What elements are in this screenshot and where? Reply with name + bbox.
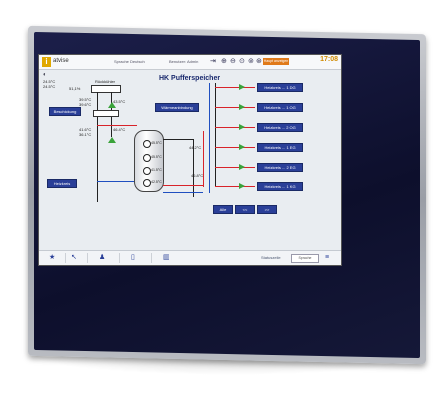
brand-name: atvise (53, 58, 69, 64)
waermeanbindung-button[interactable]: Wärmeanbindung (155, 103, 199, 112)
chart-icon[interactable]: ▥ (163, 254, 170, 261)
zoom-reset-icon[interactable]: ⊚ (248, 58, 254, 65)
mixing-valve[interactable] (93, 110, 119, 117)
hmi-screen: i atvise Sprache Deutsch Benutzer: Admin… (38, 54, 342, 266)
pump-icon[interactable] (239, 183, 245, 189)
cooler-label: Rückkühler (95, 79, 116, 84)
pump-icon[interactable] (108, 102, 116, 108)
left-temp-3: 41.6°C (79, 127, 92, 132)
outdoor-temp-2: 24.5°C (43, 84, 56, 89)
circuit-pipe (215, 147, 255, 148)
footer-separator (119, 253, 120, 263)
distributor-supply (203, 131, 204, 187)
footer-separator (87, 253, 88, 263)
circuit-button-5[interactable]: Heizkreis ... 2 EG (257, 163, 303, 172)
thermometer-icon: ◐ (43, 72, 47, 78)
cooler-value: 51,1% (69, 86, 81, 91)
nav-prev-button[interactable]: << (235, 205, 255, 214)
pipe-cold-return (163, 192, 203, 193)
pipe-temp-2: 46.8°C (191, 173, 204, 178)
distributor-header (215, 83, 216, 187)
tank-sensor (143, 154, 151, 162)
outdoor-temp-1: 24.5°C (43, 79, 56, 84)
circuit-button-3[interactable]: Heizkreis ... 2 OG (257, 123, 303, 132)
pump-icon[interactable] (239, 104, 245, 110)
pipe-hot-to-tank (97, 125, 137, 126)
pump-icon[interactable] (239, 144, 245, 150)
user-icon[interactable]: ♟ (99, 254, 106, 261)
nav-next-button[interactable]: >> (257, 205, 277, 214)
zoom-in-icon[interactable]: ⊕ (221, 58, 227, 65)
right-temp-top: 43.5°C (113, 99, 126, 104)
document-icon[interactable]: ▯ (131, 254, 135, 261)
nav-all-button[interactable]: Alle (213, 205, 233, 214)
language-link[interactable]: Sprache Deutsch (114, 59, 145, 64)
circuit-pipe (215, 167, 255, 168)
circuit-button-2[interactable]: Heizkreis ... 1 OG (257, 103, 303, 112)
page-title: HK Pufferspeicher (159, 75, 221, 82)
circuit-pipe (215, 127, 255, 128)
heizkreis-button[interactable]: Heizkreis (47, 179, 77, 188)
pump-icon[interactable] (239, 124, 245, 130)
pipe-hot-out (163, 185, 203, 186)
circuit-pipe (215, 186, 255, 187)
pump-icon[interactable] (239, 84, 245, 90)
hmi-footer: ★ ↖ ♟ ▯ ▥ Statuszeile Sprache ≡ (39, 250, 341, 265)
cursor-icon[interactable]: ↖ (71, 254, 77, 261)
zoom-out-icon[interactable]: ⊖ (230, 58, 236, 65)
circuit-button-4[interactable]: Heizkreis ... 1 EG (257, 143, 303, 152)
zoom-fit-icon[interactable]: ⊙ (239, 58, 245, 65)
tank-temp-1: 45.5°C (151, 141, 162, 145)
atvise-logo-icon: i (42, 57, 51, 67)
tank-sensor (143, 140, 151, 148)
pipe-right-vertical (193, 139, 194, 197)
circuit-button-1[interactable]: Heizkreis ... 1 DG (257, 83, 303, 92)
circuit-pipe (215, 87, 255, 88)
circuit-pipe (215, 107, 255, 108)
main-display-button[interactable]: Haupt anzeigen (263, 58, 289, 65)
star-icon[interactable]: ★ (49, 254, 56, 261)
footer-separator (65, 253, 66, 263)
clock: 17:08 (320, 56, 338, 63)
tank-temp-3: 41.5°C (151, 168, 162, 172)
menu-icon[interactable]: ≡ (325, 254, 330, 261)
login-icon[interactable]: ⇥ (210, 58, 216, 65)
tank-sensor (143, 179, 151, 187)
pipe-left-supply (97, 92, 98, 202)
pump-icon[interactable] (108, 137, 116, 143)
pump-icon[interactable] (239, 164, 245, 170)
tank-temp-2: 45.5°C (151, 155, 162, 159)
zoom-area-icon[interactable]: ⊛ (256, 58, 262, 65)
beschickung-button[interactable]: Beschickung (49, 107, 81, 116)
left-temp-1: 39.5°C (79, 97, 92, 102)
distributor-return (209, 83, 210, 193)
cooler-unit[interactable] (91, 85, 121, 93)
user-link[interactable]: Benutzer: Admin (169, 59, 199, 64)
right-temp-mid: 46.4°C (113, 127, 126, 132)
status-text: Statuszeile (261, 255, 281, 260)
tank-temp-4: 42.5°C (151, 180, 162, 184)
pipe-temp-1: 44.2°C (189, 145, 202, 150)
pipe-cold-to-tank (97, 181, 137, 182)
left-temp-2: 39.6°C (79, 102, 92, 107)
language-box[interactable]: Sprache (291, 254, 319, 263)
pipe-tank-right-top (163, 139, 193, 140)
footer-separator (151, 253, 152, 263)
hmi-header: i atvise Sprache Deutsch Benutzer: Admin… (39, 55, 341, 70)
left-temp-4: 36.1°C (79, 132, 92, 137)
circuit-button-6[interactable]: Heizkreis ... 1 KG (257, 182, 303, 191)
tank-sensor (143, 167, 151, 175)
